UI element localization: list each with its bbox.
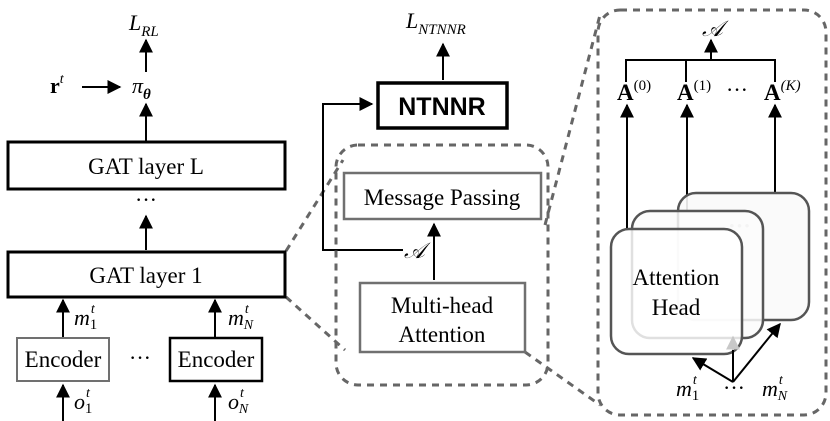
message-passing-label: Message Passing (364, 185, 521, 210)
middle-panel: LNTNNR NTNNR Message Passing 𝒜 Multi-hea… (322, 8, 550, 387)
gat-layer-1-label: GAT layer 1 (89, 263, 202, 288)
ntnnr-loss-label: LNTNNR (405, 8, 466, 38)
encoder-N-label: Encoder (178, 347, 255, 372)
gat-layer-L-box (6, 140, 287, 191)
gnn-module-dashed-region (334, 143, 550, 387)
encoder-1-label: Encoder (25, 347, 102, 372)
middle-adjacency-label: 𝒜 (404, 238, 431, 263)
attention-head-label-line2: Head (652, 295, 701, 320)
ntnnr-box (376, 81, 509, 130)
gat-layer-1-box (6, 250, 287, 299)
heads-ellipsis: ··· (726, 77, 748, 102)
ntnnr-label: NTNNR (398, 93, 486, 121)
head-K-label: A(K) (764, 78, 801, 105)
zoom-line-left-top (284, 159, 345, 252)
head-0-label: A(0) (617, 78, 651, 105)
policy-label: πθ (132, 73, 151, 103)
zoom-line-right-top (543, 14, 602, 226)
feedback-adjacency-to-ntnnr (322, 97, 403, 251)
gat-layer-L-label: GAT layer L (88, 154, 204, 179)
right-messages-ellipsis: ··· (723, 375, 745, 400)
rl-loss-label: LRL (128, 10, 159, 40)
heads-merge-bracket (625, 59, 776, 82)
attention-head-label-line1: Attention (633, 265, 720, 290)
message-passing-box (342, 171, 543, 221)
arrow-input-to-front-card (691, 357, 734, 383)
head-1-label: A(1) (677, 78, 711, 105)
left-panel: LRL rt πθ GAT layer L ··· GAT layer 1 mt… (6, 10, 287, 421)
right-adjacency-label: 𝒜 (702, 16, 729, 41)
multi-head-attention-label-line2: Attention (399, 322, 486, 347)
gat-layers-ellipsis: ··· (135, 187, 157, 212)
multi-head-attention-box (358, 281, 527, 354)
encoder-N-box (168, 336, 264, 383)
zoom-line-right-bottom (524, 350, 601, 407)
encoders-ellipsis: ··· (129, 345, 151, 370)
attention-head-card-front (609, 227, 744, 356)
attention-detail-dashed-region (596, 8, 828, 417)
multi-head-attention-label-line1: Multi-head (391, 293, 494, 318)
encoder-1-box (16, 337, 110, 382)
arrow-input-to-back-card (732, 322, 781, 383)
reward-label: rt (50, 72, 65, 98)
right-panel: 𝒜 A(0) A(1) ··· A(K) ••• Attention Head … (596, 8, 828, 417)
